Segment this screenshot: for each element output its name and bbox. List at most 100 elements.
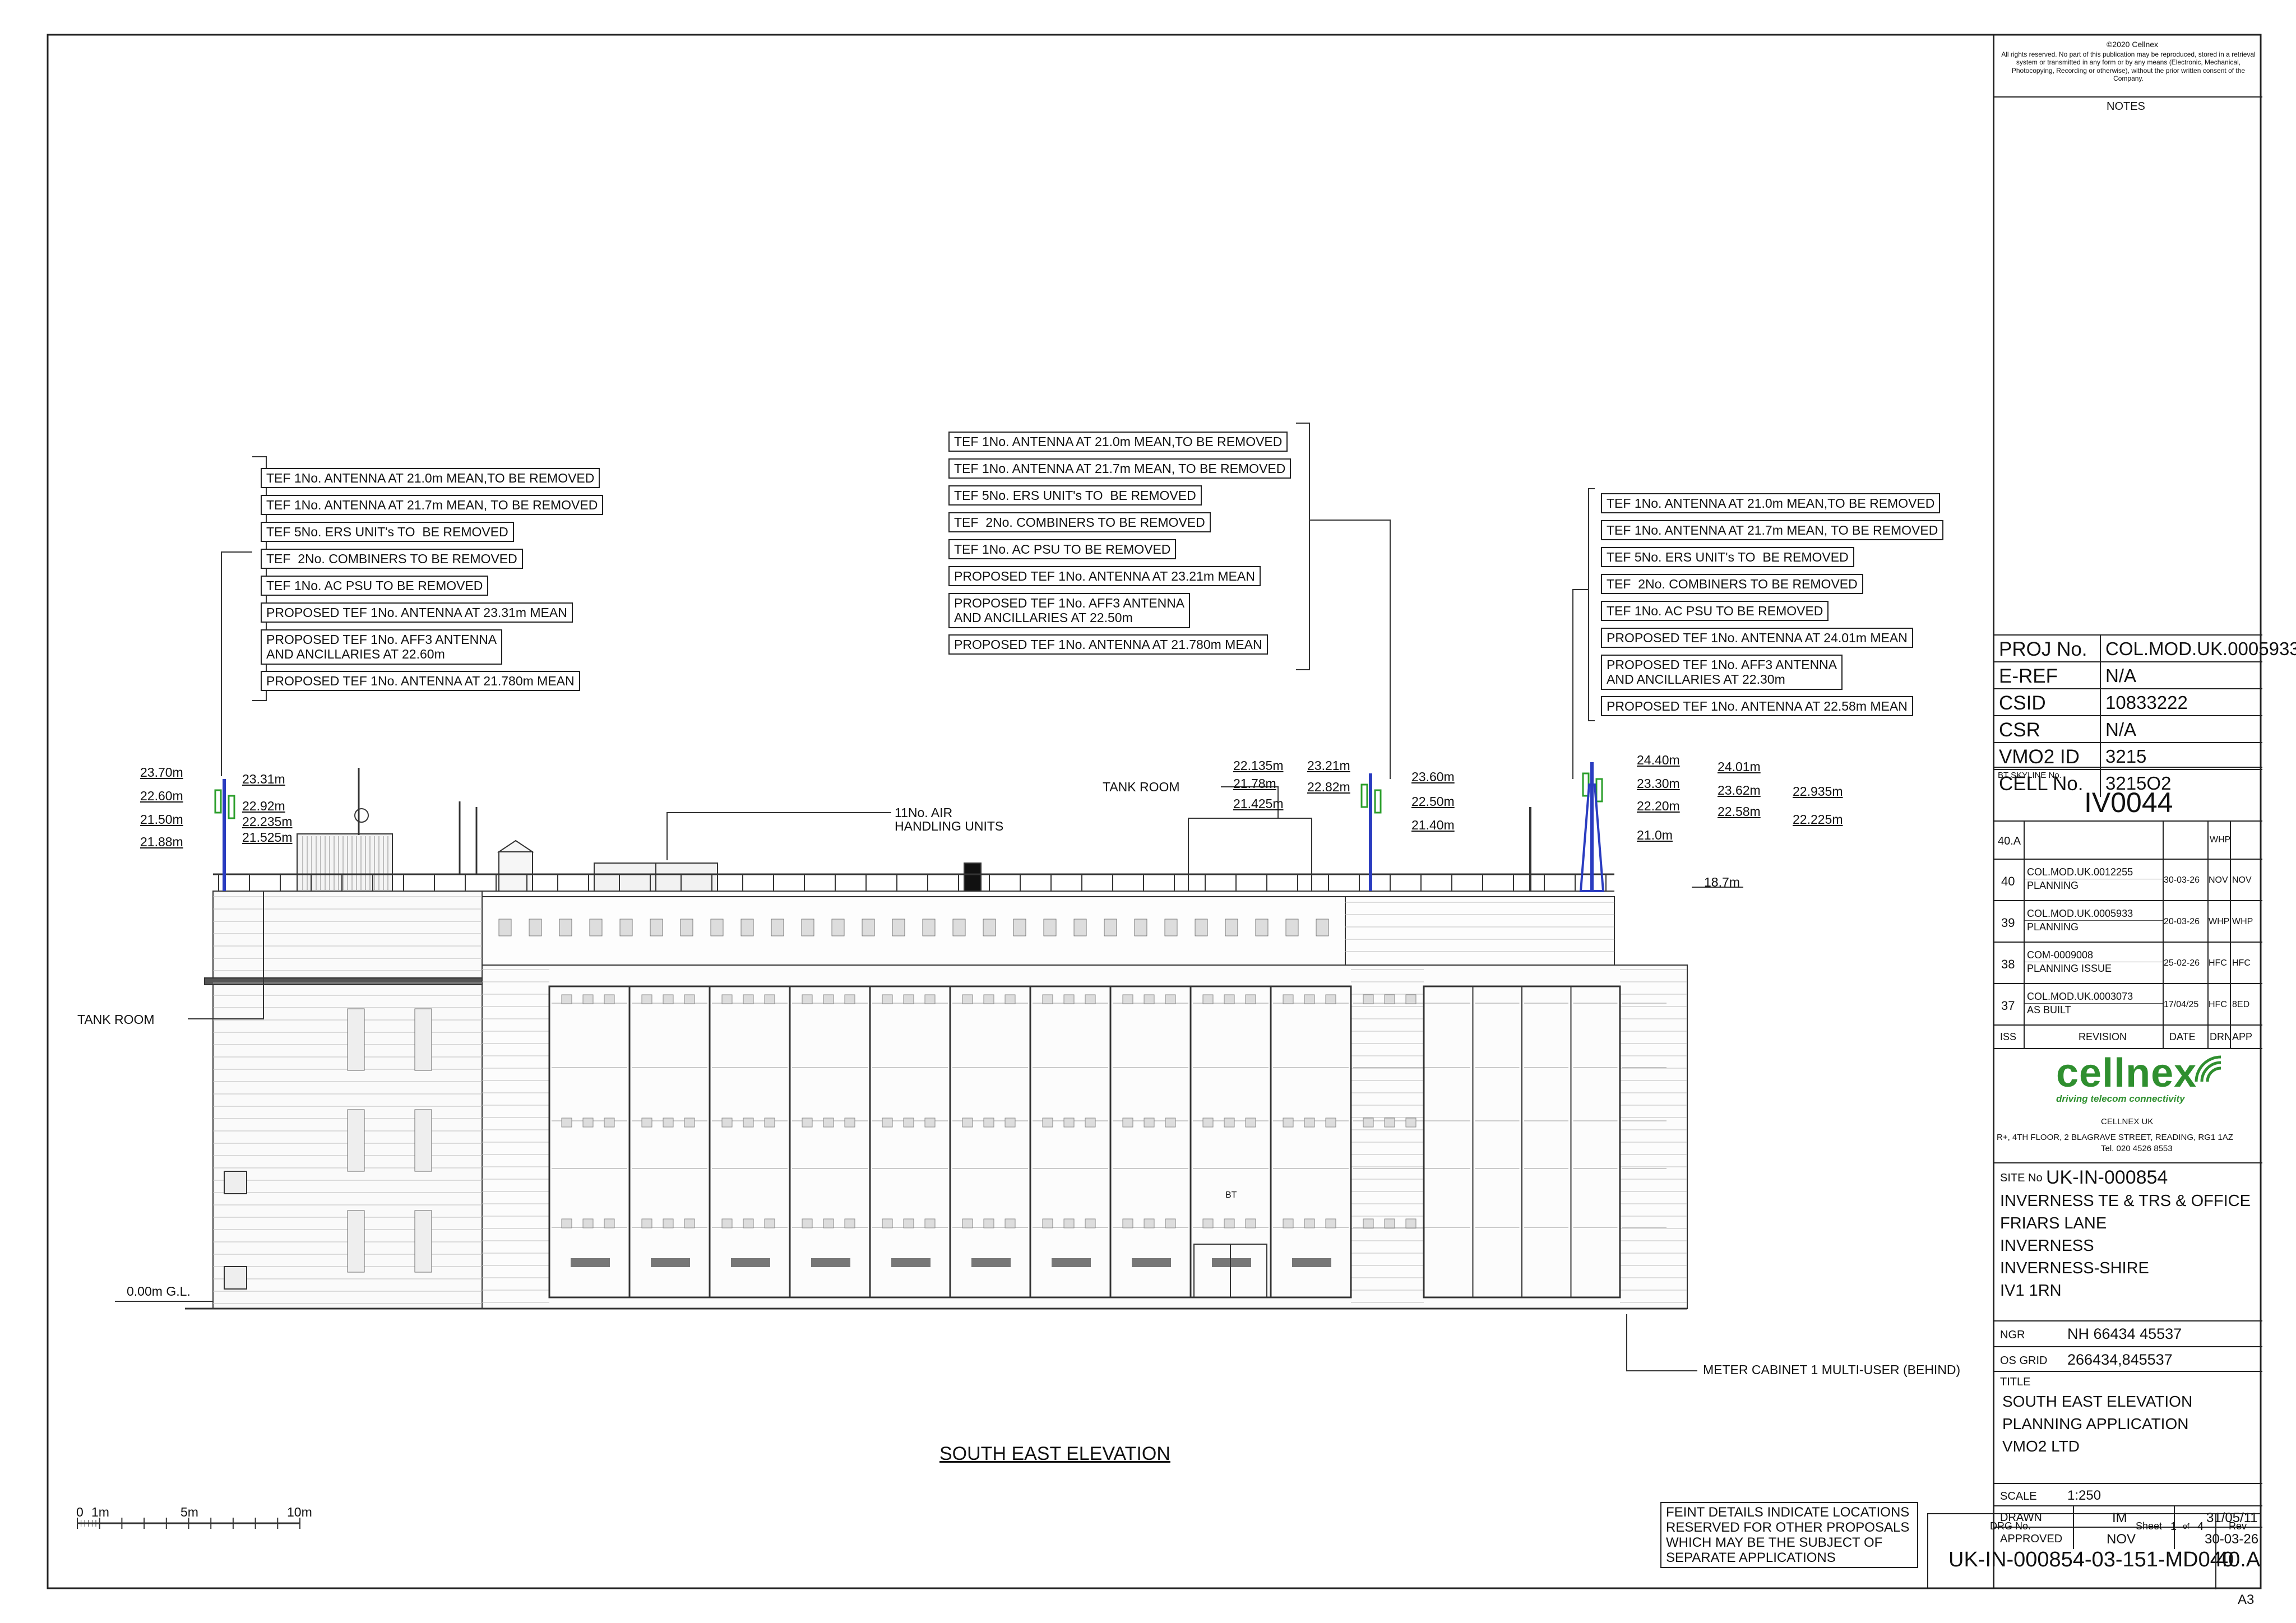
level-label: 21.78m <box>1233 776 1276 791</box>
annotation-box: TEF 1No. AC PSU TO BE REMOVED <box>948 539 1177 560</box>
scale-label: SCALE <box>2000 1490 2037 1503</box>
approved-label: APPROVED <box>2000 1533 2063 1545</box>
signal-icon <box>2195 1055 2221 1082</box>
tank-room-top-label: TANK ROOM <box>1103 780 1180 794</box>
project-value: 3215 <box>2105 746 2147 767</box>
rev-desc: AS BUILT <box>2027 1004 2071 1015</box>
title-line-3: VMO2 LTD <box>2002 1437 2080 1455</box>
company-block: cellnex driving telecom connectivity CEL… <box>1994 1048 2262 1162</box>
cell-divider <box>2230 984 2231 1026</box>
annotation-box: TEF 1No. ANTENNA AT 21.0m MEAN,TO BE REM… <box>1601 493 1941 514</box>
site-address-line: INVERNESS TE & TRS & OFFICE <box>2000 1192 2251 1210</box>
drg-number: UK-IN-000854-03-151-MD040 <box>1948 1548 2234 1571</box>
annotation-box: PROPOSED TEF 1No. ANTENNA AT 23.21m MEAN <box>948 566 1261 587</box>
cell-divider <box>2100 689 2101 716</box>
approved-row: APPROVED NOV 30-03-26 <box>1994 1527 2262 1549</box>
parapet-level: 18.7m <box>1704 875 1740 889</box>
project-value: 3215O2 <box>2105 773 2172 794</box>
project-row: PROJ No.COL.MOD.UK.0005933 <box>1994 634 2296 662</box>
project-value: N/A <box>2105 665 2137 686</box>
scale-bar-1m: 1m <box>91 1505 109 1519</box>
cell-divider <box>2230 1026 2231 1048</box>
title-block: ©2020 Cellnex All rights reserved. No pa… <box>1993 35 2296 1588</box>
level-label: 23.21m <box>1307 758 1350 773</box>
cell-divider <box>2230 901 2231 943</box>
annotation-box: TEF 5No. ERS UNIT's TO BE REMOVED <box>261 522 514 542</box>
annotation-box: PROPOSED TEF 1No. AFF3 ANTENNA AND ANCIL… <box>948 593 1191 628</box>
sheet-total: 4 <box>2197 1520 2204 1533</box>
annotation-box: TEF 1No. AC PSU TO BE REMOVED <box>1601 601 1829 622</box>
rev-drn: NOV <box>2209 875 2228 885</box>
rev-iss: 37 <box>2001 999 2015 1013</box>
level-label: 23.70m <box>140 765 183 780</box>
site-block: SITE No UK-IN-000854 INVERNESS TE & TRS … <box>1994 1162 2262 1320</box>
rev-desc: PLANNING <box>2027 921 2079 933</box>
sheet-number: 1 <box>2170 1520 2177 1533</box>
rev-ref: COL.MOD.UK.0012255 <box>2027 866 2133 878</box>
cell-divider <box>2230 860 2231 901</box>
os-grid-value: 266434,845537 <box>2067 1351 2173 1368</box>
project-key: VMO2 ID <box>1999 746 2080 768</box>
tank-room-left-label: TANK ROOM <box>77 1012 155 1027</box>
bt-skyline-value: IV0044 <box>2084 787 2173 818</box>
level-label: 21.425m <box>1233 796 1284 811</box>
cell-divider <box>2163 860 2164 901</box>
bt-label: BT <box>1225 1190 1237 1200</box>
cell-divider <box>2100 716 2101 743</box>
rev-current-iss: 40.A <box>1998 835 2021 847</box>
cell-divider <box>2207 822 2209 860</box>
rev-header-date: DATE <box>2169 1031 2196 1042</box>
level-label: 22.135m <box>1233 758 1284 773</box>
rev-app: WHP <box>2232 917 2253 926</box>
rev-date: 30-03-26 <box>2164 875 2200 885</box>
site-address-line: INVERNESS <box>2000 1237 2094 1255</box>
sheet-of-label: of <box>2183 1522 2189 1531</box>
level-label: 22.935m <box>1793 784 1843 799</box>
level-label: 21.525m <box>242 830 293 845</box>
cell-divider <box>2163 943 2164 984</box>
approved-date: 30-03-26 <box>2205 1532 2259 1547</box>
rev-app: 8ED <box>2232 1000 2250 1009</box>
cell-divider <box>2163 1026 2164 1048</box>
level-label: 24.40m <box>1637 753 1680 767</box>
title-row: TITLE SOUTH EAST ELEVATION PLANNING APPL… <box>1994 1371 2262 1483</box>
project-key: CSR <box>1999 719 2040 741</box>
sheet-label: Sheet <box>2136 1520 2163 1532</box>
rev-date: 20-03-26 <box>2164 917 2200 926</box>
air-units-label: 11No. AIR HANDLING UNITS <box>895 805 1004 834</box>
drawn-label: DRAWN <box>2000 1511 2042 1524</box>
annotation-box: TEF 2No. COMBINERS TO BE REMOVED <box>261 549 523 569</box>
cell-divider <box>2024 822 2025 860</box>
rev-date: 25-02-26 <box>2164 958 2200 968</box>
annotation-box: TEF 1No. ANTENNA AT 21.7m MEAN, TO BE RE… <box>261 495 604 516</box>
cell-divider <box>2024 943 2025 984</box>
title-line-1: SOUTH EAST ELEVATION <box>2002 1393 2193 1410</box>
cell-divider <box>2024 1026 2025 1048</box>
cell-divider <box>2100 770 2101 797</box>
project-value: 10833222 <box>2105 692 2188 713</box>
scale-bar-0: 0 <box>76 1505 84 1519</box>
os-grid-row: OS GRID 266434,845537 <box>1994 1346 2262 1371</box>
annotation-box: TEF 1No. ANTENNA AT 21.0m MEAN,TO BE REM… <box>948 432 1288 452</box>
level-label: 22.82m <box>1307 780 1350 794</box>
cellnex-tagline: driving telecom connectivity <box>2056 1093 2185 1104</box>
annotation-box: TEF 1No. ANTENNA AT 21.0m MEAN,TO BE REM… <box>261 468 600 489</box>
project-row: VMO2 ID 3215 <box>1994 742 2262 770</box>
annotation-box: PROPOSED TEF 1No. ANTENNA AT 21.780m MEA… <box>948 634 1268 655</box>
level-label: 23.30m <box>1637 776 1680 791</box>
drawing-number-block: DRG No. Sheet 1 of 4 Rev UK-IN-000854-03… <box>1927 1513 2261 1589</box>
drg-rev: 40.A <box>2216 1548 2261 1571</box>
drawing-title: SOUTH EAST ELEVATION <box>939 1443 1170 1464</box>
annotation-box: TEF 1No. ANTENNA AT 21.7m MEAN, TO BE RE… <box>948 458 1292 479</box>
company-address: R+, 4TH FLOOR, 2 BLAGRAVE STREET, READIN… <box>1997 1133 2233 1142</box>
annotation-box: PROPOSED TEF 1No. ANTENNA AT 21.780m MEA… <box>261 671 580 692</box>
rev-header-iss: ISS <box>2000 1031 2017 1042</box>
scale-row: SCALE 1:250 <box>1994 1483 2262 1505</box>
cell-divider <box>2163 984 2164 1026</box>
site-label: SITE No <box>2000 1172 2043 1184</box>
